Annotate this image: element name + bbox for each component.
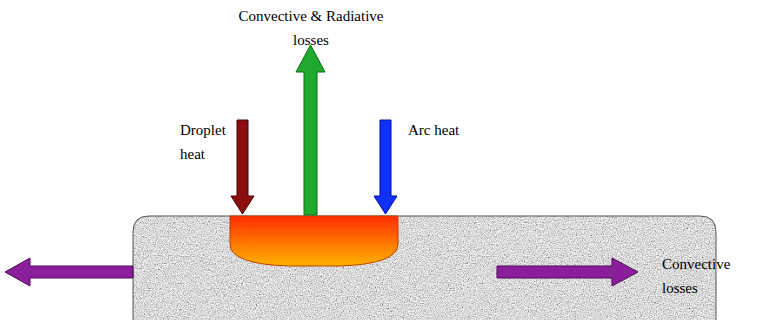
loss-label: Convective & Radiative losses: [236, 4, 386, 52]
arc-label: Arc heat: [408, 118, 468, 142]
droplet-heat-arrow: [231, 120, 254, 214]
convective-arrow-left: [5, 258, 133, 286]
workpiece: [133, 216, 716, 320]
loss-arrow: [296, 45, 325, 215]
convective-arrow-right: [497, 258, 638, 286]
weld-pool: [230, 216, 398, 266]
convective-label: Convective losses: [662, 252, 762, 300]
workpiece-outline: [133, 216, 716, 320]
arc-heat-arrow: [374, 120, 397, 214]
droplet-label: Droplet heat: [180, 118, 236, 166]
